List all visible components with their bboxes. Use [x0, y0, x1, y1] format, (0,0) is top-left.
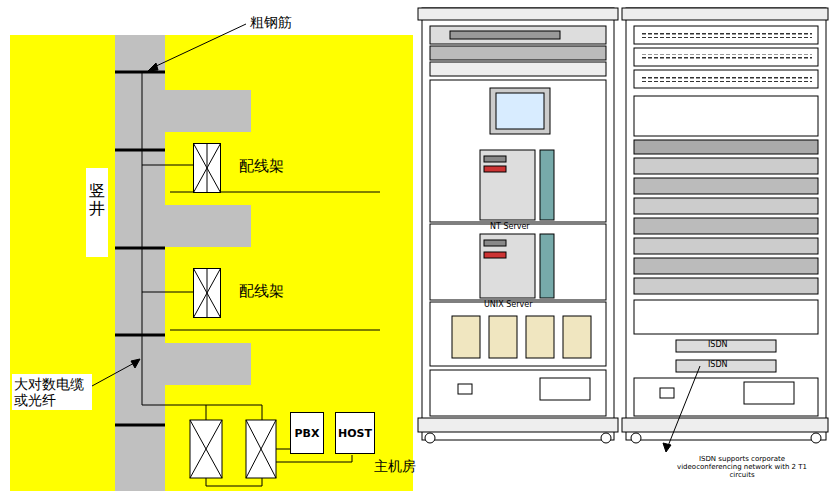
building-ground	[10, 35, 413, 491]
shaft-label: 竖井	[86, 168, 108, 257]
patch-frame: 配线架	[193, 143, 286, 193]
frame-label: 配线架	[239, 157, 284, 176]
frame-icon	[193, 268, 223, 318]
frame-icon	[193, 143, 223, 193]
device-label: ISDN	[708, 360, 728, 369]
floor-lines	[170, 192, 380, 330]
callout-label: 大对数电缆 或光纤	[12, 374, 92, 410]
patch-frame: 配线架	[193, 268, 286, 318]
equipment-box: HOST	[335, 412, 375, 454]
frame-label: 配线架	[239, 282, 284, 301]
shaft-band	[115, 35, 165, 491]
callout-label: 粗钢筋	[250, 14, 292, 30]
riser-cable	[142, 72, 352, 486]
server-rack	[418, 8, 828, 452]
box-label: HOST	[338, 427, 372, 440]
floor-block	[165, 90, 251, 132]
room-label: 主机房	[374, 458, 416, 474]
box-label: PBX	[295, 427, 320, 440]
caption-note: ISDN supports corporate videoconferencin…	[672, 455, 812, 479]
steel-bars	[115, 72, 165, 425]
server-label: UNIX Server	[484, 300, 532, 309]
floor-block	[165, 205, 251, 247]
distribution-frame	[190, 420, 276, 478]
leader-line	[92, 24, 246, 386]
server-label: NT Server	[490, 222, 530, 231]
equipment-box: PBX	[290, 412, 324, 454]
floor-block	[165, 343, 251, 385]
device-label: ISDN	[708, 340, 728, 349]
